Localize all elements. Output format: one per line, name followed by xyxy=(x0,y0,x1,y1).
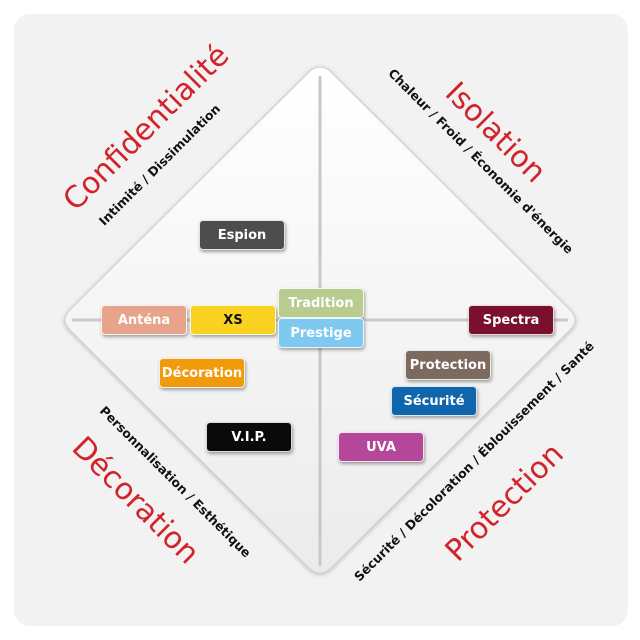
product-securite[interactable]: Sécurité xyxy=(391,386,477,416)
product-espion[interactable]: Espion xyxy=(199,220,285,250)
product-uva[interactable]: UVA xyxy=(338,432,424,462)
product-decoration[interactable]: Décoration xyxy=(159,358,245,388)
product-antena[interactable]: Anténa xyxy=(101,305,187,335)
product-vip[interactable]: V.I.P. xyxy=(206,422,292,452)
product-xs[interactable]: XS xyxy=(190,305,276,335)
product-prestige[interactable]: Prestige xyxy=(278,318,364,348)
product-tradition[interactable]: Tradition xyxy=(278,288,364,318)
product-protection[interactable]: Protection xyxy=(405,350,491,380)
product-spectra[interactable]: Spectra xyxy=(468,305,554,335)
